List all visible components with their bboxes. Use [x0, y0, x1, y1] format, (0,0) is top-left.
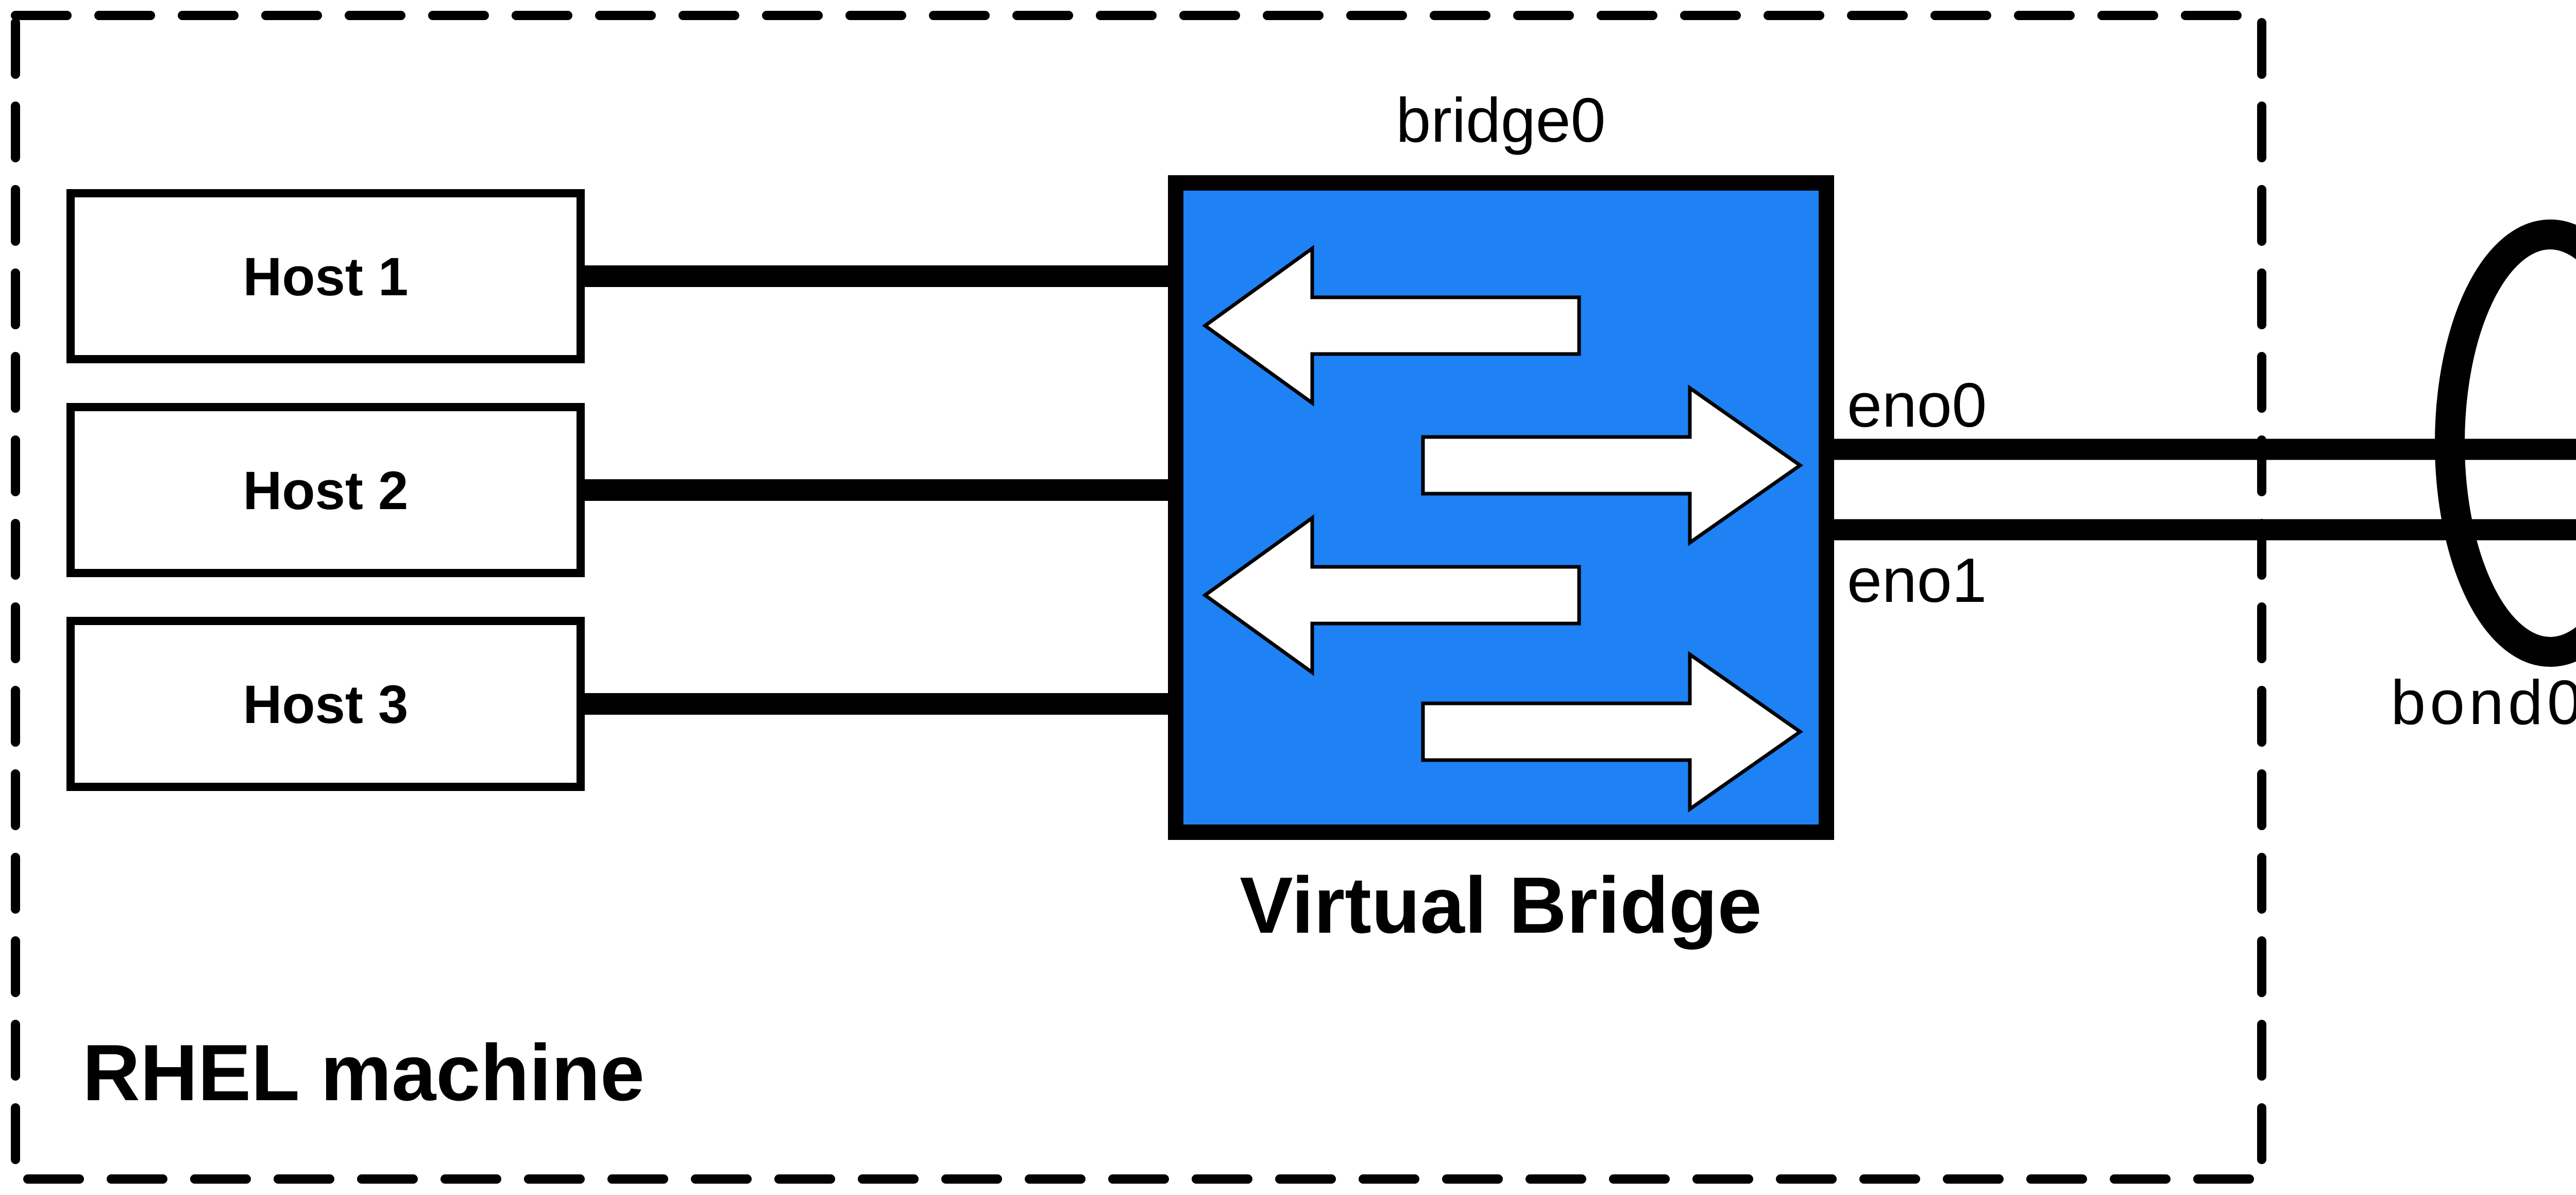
eno0-label: eno0: [1847, 370, 1987, 440]
host-1-label: Host 1: [243, 247, 409, 307]
virtual-bridge-node: bridge0 Virtual Bridge: [1168, 85, 1834, 950]
host-1-node: Host 1: [66, 189, 585, 363]
host-3-node: Host 3: [66, 617, 585, 791]
eno1-label: eno1: [1847, 545, 1987, 615]
bridge0-label: bridge0: [1396, 85, 1606, 155]
host-2-box: [66, 403, 585, 577]
right-arrow-icon: [1421, 651, 1804, 813]
host-2-node: Host 2: [66, 403, 585, 577]
rhel-machine-label: RHEL machine: [82, 1028, 645, 1117]
right-arrow-icon: [1421, 384, 1804, 546]
bond-ellipse: [2435, 220, 2576, 667]
left-arrow-icon: [1202, 514, 1581, 676]
host-1-box: [66, 189, 585, 363]
host-3-label: Host 3: [243, 675, 409, 735]
host-2-label: Host 2: [243, 461, 409, 521]
host-3-box: [66, 617, 585, 791]
switch-arrows-icon: [1202, 245, 1804, 813]
left-arrow-icon: [1202, 245, 1581, 407]
bond0-label: bond0: [2391, 667, 2576, 737]
virtual-bridge-label: Virtual Bridge: [1240, 861, 1761, 950]
rhel-machine-boundary: [11, 11, 2266, 1184]
